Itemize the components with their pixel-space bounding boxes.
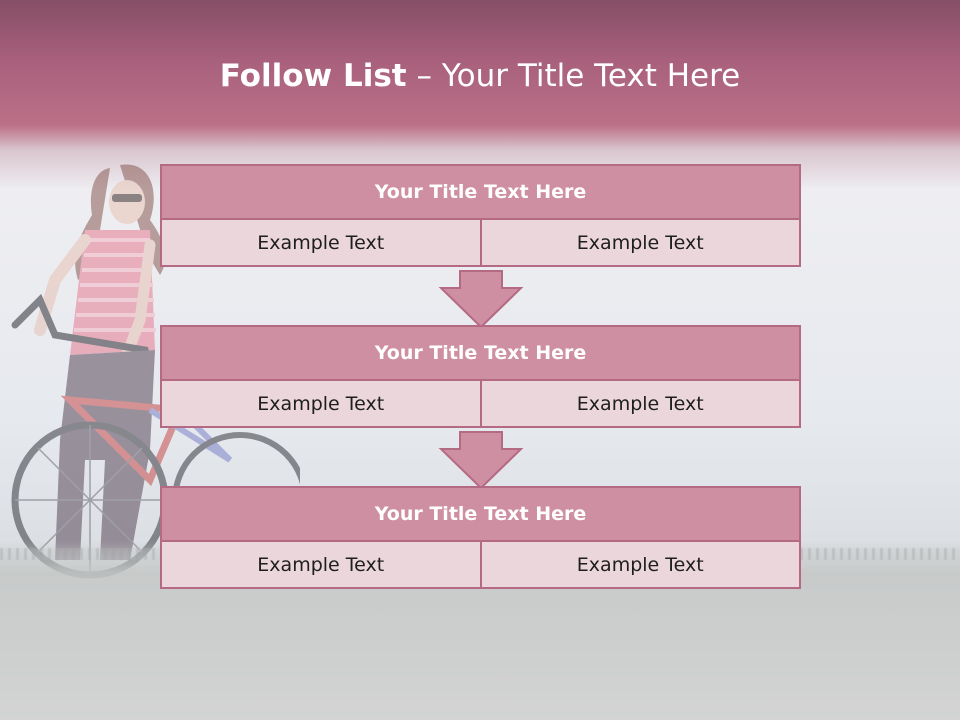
- slide-title: Follow List – Your Title Text Here: [0, 55, 960, 97]
- flow-block-right-text: Example Text: [479, 218, 801, 267]
- flow-block-row: Example Text Example Text: [160, 379, 801, 428]
- flow-block-right-text: Example Text: [479, 540, 801, 589]
- slide-title-rest: – Your Title Text Here: [406, 58, 741, 94]
- flow-block-title: Your Title Text Here: [160, 486, 801, 542]
- flow-block-row: Example Text Example Text: [160, 540, 801, 589]
- flow-block-left-text: Example Text: [160, 379, 482, 428]
- flow-block-left-text: Example Text: [160, 218, 482, 267]
- flow-block-2: Your Title Text Here Example Text Exampl…: [160, 325, 801, 428]
- flow-block-row: Example Text Example Text: [160, 218, 801, 267]
- down-arrow-icon: [438, 270, 524, 329]
- flow-block-title: Your Title Text Here: [160, 164, 801, 220]
- girl-with-bicycle-photo: [11, 164, 300, 579]
- flow-block-3: Your Title Text Here Example Text Exampl…: [160, 486, 801, 589]
- down-arrow-icon: [438, 431, 524, 490]
- flow-block-1: Your Title Text Here Example Text Exampl…: [160, 164, 801, 267]
- slide-title-bold: Follow List: [219, 58, 407, 94]
- flow-block-title: Your Title Text Here: [160, 325, 801, 381]
- flow-block-right-text: Example Text: [479, 379, 801, 428]
- flow-block-left-text: Example Text: [160, 540, 482, 589]
